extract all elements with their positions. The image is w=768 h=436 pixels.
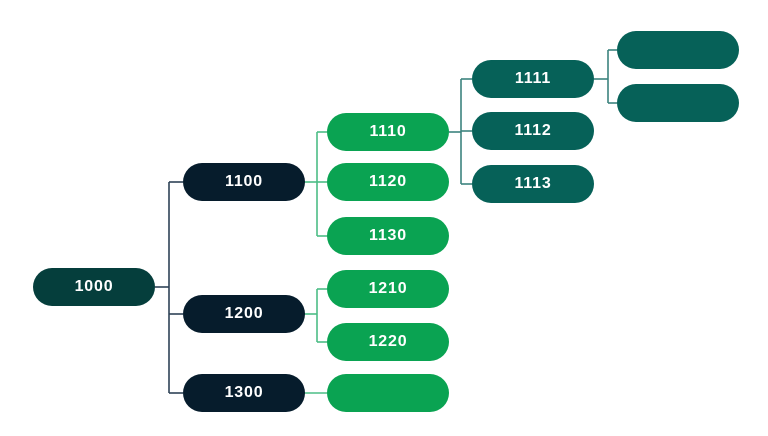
connector-group-1200 bbox=[303, 288, 327, 343]
node-1100: 1100 bbox=[183, 163, 305, 201]
node-1220: 1220 bbox=[327, 323, 449, 361]
node-1300: 1300 bbox=[183, 374, 305, 412]
node-1111-child-blank-2 bbox=[617, 84, 739, 122]
node-1130: 1130 bbox=[327, 217, 449, 255]
node-1111: 1111 bbox=[472, 60, 594, 98]
connector-group-1111 bbox=[594, 49, 617, 104]
node-1300-child-blank bbox=[327, 374, 449, 412]
node-1210: 1210 bbox=[327, 270, 449, 308]
node-1120: 1120 bbox=[327, 163, 449, 201]
connector-group-1000 bbox=[155, 181, 183, 394]
node-1000: 1000 bbox=[33, 268, 155, 306]
node-1113: 1113 bbox=[472, 165, 594, 203]
connector-group-1100 bbox=[303, 131, 327, 237]
node-1200: 1200 bbox=[183, 295, 305, 333]
node-1110: 1110 bbox=[327, 113, 449, 151]
node-1111-child-blank-1 bbox=[617, 31, 739, 69]
node-1112: 1112 bbox=[472, 112, 594, 150]
connector-group-1110 bbox=[449, 78, 472, 185]
